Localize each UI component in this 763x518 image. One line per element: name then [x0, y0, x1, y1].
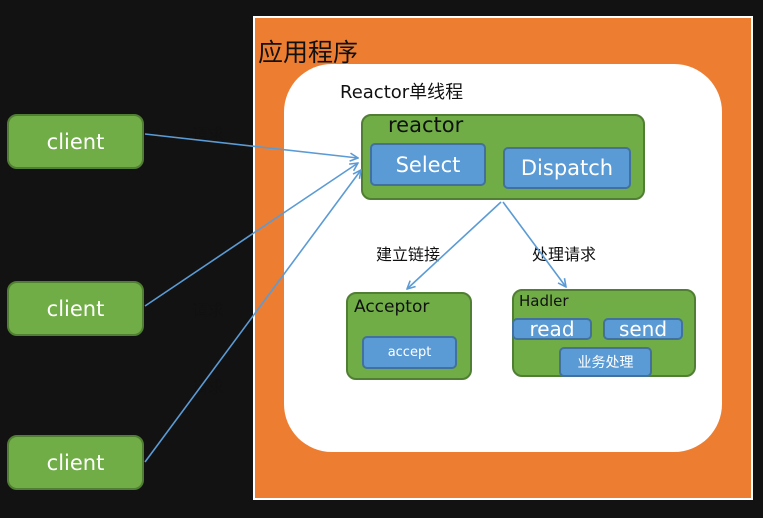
select-box: Select — [370, 143, 486, 186]
reactor-title: reactor — [388, 113, 464, 137]
handler-title: Hadler — [519, 292, 569, 310]
client-box-1: client — [7, 114, 144, 169]
acceptor-title: Acceptor — [354, 297, 430, 317]
client-box-3: client — [7, 435, 144, 490]
send-box: send — [603, 317, 683, 341]
request-label-3: 请求 — [192, 378, 225, 397]
request-label-2: 请求 — [192, 301, 225, 320]
read-box: read — [512, 317, 592, 341]
client-3-to-reactor-arrow — [144, 170, 361, 463]
accept-link-label: 建立链接 — [376, 245, 441, 264]
reactor-thread-title: Reactor单线程 — [340, 82, 464, 103]
request-label-1: 请求 — [192, 125, 225, 144]
reactor-to-handler-arrow — [502, 201, 566, 287]
client-1-to-reactor-arrow — [144, 133, 358, 158]
client-box-2: client — [7, 281, 144, 336]
handle-request-label: 处理请求 — [532, 245, 597, 264]
dispatch-box: Dispatch — [503, 147, 631, 189]
application-title: 应用程序 — [258, 38, 359, 67]
client-2-to-reactor-arrow — [144, 163, 358, 307]
reactor-to-acceptor-arrow — [407, 201, 502, 289]
accept-box: accept — [362, 336, 457, 369]
business-processing-box: 业务处理 — [559, 347, 652, 377]
